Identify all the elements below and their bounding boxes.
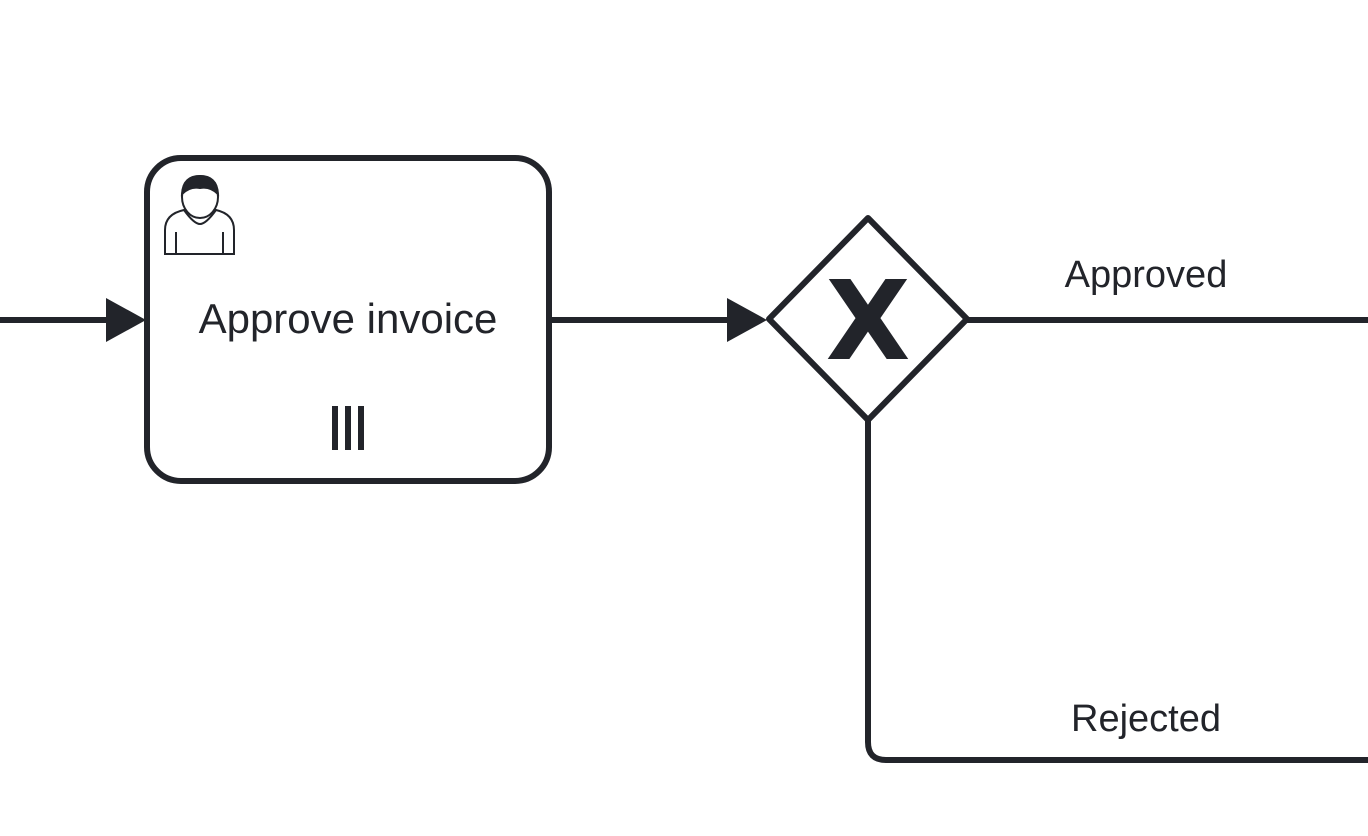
incoming-flow-arrowhead [106, 298, 146, 342]
parallel-multi-instance-icon [332, 406, 364, 450]
exclusive-gateway[interactable]: X [766, 215, 970, 423]
incoming-sequence-flow[interactable] [0, 298, 146, 342]
task-shape [144, 155, 552, 484]
rejected-sequence-flow[interactable] [865, 420, 1368, 763]
rejected-flow-label: Rejected [1071, 698, 1221, 740]
approve-invoice-task[interactable]: Approve invoice [144, 155, 552, 484]
gateway-x-icon: X [826, 257, 911, 385]
user-icon [164, 174, 235, 255]
task-to-gateway-sequence-flow[interactable] [551, 298, 767, 342]
gateway-flow-arrowhead [727, 298, 767, 342]
task-label: Approve invoice [199, 295, 498, 342]
approved-flow-label: Approved [1065, 254, 1228, 296]
